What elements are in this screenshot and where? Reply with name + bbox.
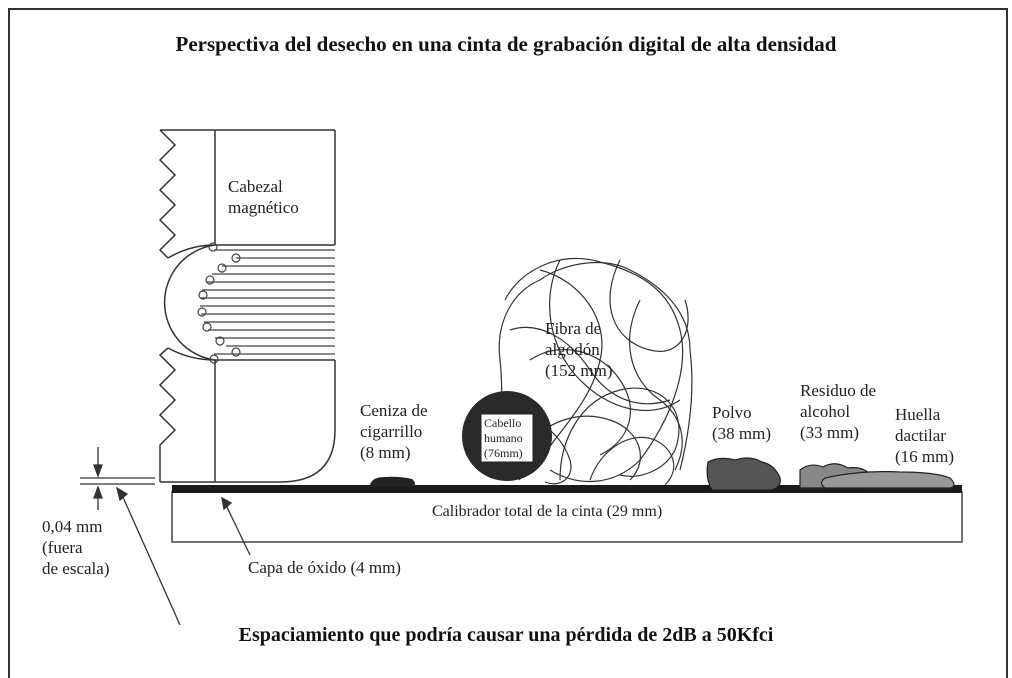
footer-caption: Espaciamiento que podría causar una pérd…	[238, 624, 774, 646]
diagram-title: Perspectiva del desecho en una cinta de …	[175, 32, 837, 56]
diagram-frame	[8, 8, 1008, 678]
spacing-label: 0,04 mm (fuera de escala)	[42, 517, 110, 578]
head-break-edge-bottom	[158, 347, 177, 482]
head-break-edge-top	[158, 129, 177, 259]
cigarette-ash	[370, 476, 415, 487]
hair-label: Cabello humano (76mm)	[484, 416, 523, 460]
tape-total-label: Calibrador total de la cinta (29 mm)	[432, 503, 663, 520]
oxide-layer	[172, 485, 962, 493]
dust-particle	[706, 457, 781, 491]
head-label: Cabezal magnético	[228, 177, 299, 217]
dust-label: Polvo (38 mm)	[712, 403, 772, 443]
fingerprint-label: Huella dactilar (16 mm)	[895, 405, 955, 466]
fiber-label: Fibra de algodón (152 mm)	[545, 319, 613, 380]
ash-label: Ceniza de cigarrillo (8 mm)	[360, 401, 428, 462]
spacing-indicator	[80, 447, 155, 510]
cotton-fiber	[498, 257, 693, 486]
fingerprint-residue	[820, 471, 955, 489]
pointer-lines	[115, 486, 251, 626]
coil-windings	[197, 242, 335, 364]
human-hair-label-box	[480, 413, 534, 463]
alcohol-label: Residuo de alcohol (33 mm)	[800, 381, 877, 442]
oxide-layer-label: Capa de óxido (4 mm)	[248, 558, 401, 577]
